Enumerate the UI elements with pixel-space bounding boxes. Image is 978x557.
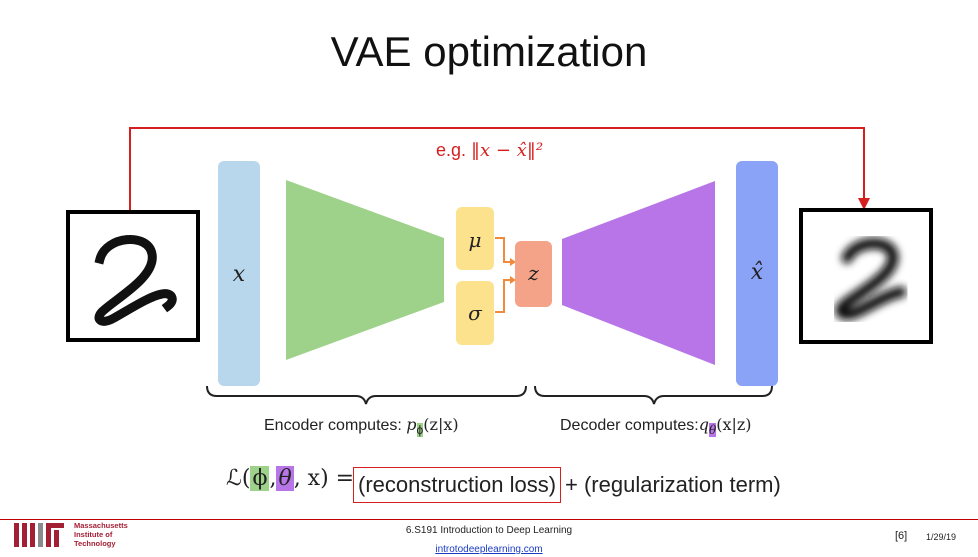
course-link[interactable]: introtodeeplearning.com [435, 544, 543, 555]
loss-rest: , x) = [293, 466, 355, 491]
loss-example-prefix: e.g. [436, 140, 472, 160]
mit-line-2: Institute of [74, 530, 113, 539]
loss-example-math: ‖x − x̂‖² [471, 140, 544, 161]
reconstruction-loss-box: (reconstruction loss) [353, 467, 562, 503]
decoder-block [562, 181, 715, 365]
mit-line-3: Technology [74, 539, 116, 548]
regularization-term: + (regularization term) [565, 472, 781, 497]
loss-example: e.g. ‖x − x̂‖² [436, 140, 543, 161]
mu-box [456, 207, 494, 270]
loss-comma: , [269, 466, 277, 491]
footer-divider [0, 519, 978, 520]
decoder-caption-sub: θ [708, 423, 717, 437]
course-name: 6.S191 Introduction to Deep Learning [405, 525, 573, 536]
input-label: x [232, 262, 246, 287]
course-link-wrap: introtodeeplearning.com [0, 539, 978, 557]
mu-label: μ [468, 228, 482, 252]
encoder-caption-tail: (z|x) [423, 415, 459, 434]
loss-equation: ℒ(ϕ,θ, x) = [226, 466, 354, 491]
loss-phi: ϕ [250, 466, 270, 491]
decoder-caption-math: q [698, 415, 709, 434]
encoder-caption: Encoder computes: pϕ(z|x) [264, 415, 459, 437]
output-digit-image [799, 208, 933, 344]
input-digit-image [66, 210, 200, 342]
sigma-box [456, 281, 494, 345]
mit-logo-icon [14, 523, 64, 547]
digit-two-sharp-icon [94, 235, 177, 326]
z-label: z [528, 261, 539, 285]
mit-wordmark: Massachusetts Institute of Technology [74, 521, 128, 548]
slide-number: [6] [895, 530, 908, 542]
slide-title: VAE optimization [330, 28, 648, 75]
slide-date: 1/29/19 [926, 532, 957, 542]
mit-line-1: Massachusetts [74, 521, 128, 530]
decoder-caption-tail: (x|z) [716, 415, 752, 434]
digit-two-blurry-icon [835, 238, 907, 320]
output-label: x̂ [750, 260, 764, 285]
output-bar [736, 161, 778, 386]
decoder-caption-text: Decoder computes: [560, 417, 699, 434]
encoder-caption-math: p [406, 415, 417, 434]
loss-L: ℒ( [226, 466, 251, 491]
encoder-caption-text: Encoder computes: [264, 417, 407, 434]
loss-theta: θ [276, 466, 294, 491]
encoder-block [286, 180, 444, 360]
encoder-caption-sub: ϕ [416, 423, 424, 437]
sigma-label: σ [468, 301, 482, 325]
z-box [515, 241, 552, 307]
decoder-caption: Decoder computes:qθ(x|z) [560, 415, 752, 437]
input-bar [218, 161, 260, 386]
